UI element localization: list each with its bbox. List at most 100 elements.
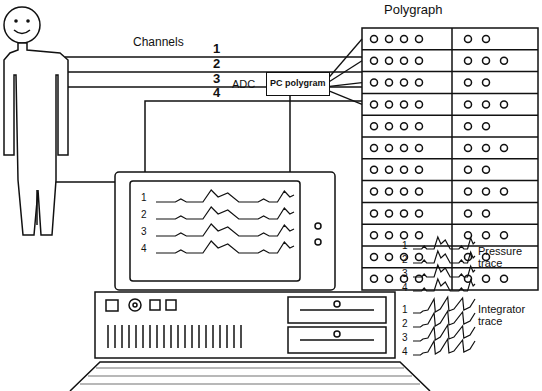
module-knob: [465, 123, 472, 130]
channel-number: 3: [213, 72, 220, 86]
module-knob: [416, 79, 423, 86]
pressure-trace: [413, 237, 475, 249]
module-knob: [386, 275, 393, 282]
vent-slit: [233, 325, 235, 348]
module-knob: [401, 101, 408, 108]
module-knob: [416, 123, 423, 130]
screen-trace: [156, 224, 294, 236]
system-unit: [95, 292, 395, 358]
integrator-trace: [413, 325, 475, 341]
module-knob: [371, 123, 378, 130]
module-knob: [401, 232, 408, 239]
channel-number: 4: [213, 86, 220, 100]
module-knob: [416, 188, 423, 195]
module-knob: [465, 101, 472, 108]
module-knob: [371, 188, 378, 195]
vent-slit: [212, 325, 214, 348]
drive-slot: [300, 310, 374, 340]
module-knob: [501, 57, 508, 64]
module-knob: [416, 101, 423, 108]
trace-number: 2: [402, 254, 408, 265]
person-figure: [4, 7, 68, 235]
module-knob: [465, 166, 472, 173]
trace-title: Pressure trace: [478, 245, 538, 269]
module-knob: [386, 166, 393, 173]
vent-slit: [240, 325, 242, 348]
trace-number: 3: [402, 332, 408, 343]
trace-number: 3: [402, 268, 408, 279]
module-knob: [401, 166, 408, 173]
module-divider: [362, 158, 538, 160]
module-divider: [362, 114, 538, 116]
module-knob: [401, 79, 408, 86]
module-knob: [483, 123, 490, 130]
vent-slit: [226, 325, 228, 348]
drive-latch: [334, 301, 340, 307]
module-knob: [371, 57, 378, 64]
head: [4, 7, 40, 43]
channels-label: Channels: [133, 36, 184, 49]
module-knob: [465, 79, 472, 86]
module-knob: [401, 145, 408, 152]
module-knob: [416, 210, 423, 217]
module-knob: [401, 123, 408, 130]
module-divider: [362, 71, 538, 73]
module-knob: [483, 79, 490, 86]
module-knob: [386, 101, 393, 108]
module-knob: [386, 232, 393, 239]
vent-slit: [107, 325, 109, 348]
vent-slits: [108, 325, 241, 348]
leg-split: [36, 190, 38, 225]
module-knob: [483, 166, 490, 173]
connector-wire: [330, 61, 362, 82]
integrator-trace: [413, 339, 475, 355]
button: [150, 300, 160, 310]
module-knob: [416, 232, 423, 239]
polygraph-rack: [362, 28, 538, 290]
module-divider: [362, 136, 538, 138]
adc-label: ADC: [232, 78, 255, 90]
module-knob: [483, 232, 490, 239]
screen-trace: [156, 241, 294, 253]
trace-number: 2: [402, 318, 408, 329]
module-knob: [386, 210, 393, 217]
module-knob: [483, 36, 490, 43]
vent-slit: [219, 325, 221, 348]
module-knob: [483, 188, 490, 195]
module-knob: [371, 145, 378, 152]
trace-number: 3: [141, 226, 147, 237]
trace-number: 1: [402, 304, 408, 315]
module-knob: [483, 145, 490, 152]
module-knob: [401, 210, 408, 217]
module-knob: [501, 275, 508, 282]
eye: [14, 19, 18, 23]
module-knob: [416, 57, 423, 64]
channel-number: 2: [213, 57, 220, 71]
pressure-trace: [413, 279, 475, 291]
module-knob: [501, 232, 508, 239]
module-knob: [465, 145, 472, 152]
screen: [130, 181, 300, 281]
module-knob: [386, 145, 393, 152]
vent-slit: [156, 325, 158, 348]
module-knob: [371, 79, 378, 86]
vent-slit: [149, 325, 151, 348]
module-divider: [362, 180, 538, 182]
module-divider: [362, 267, 538, 269]
module-knob: [465, 57, 472, 64]
computer: [70, 172, 430, 391]
module-knob: [371, 36, 378, 43]
keyboard: [70, 362, 430, 391]
knob: [315, 223, 321, 229]
module-knob: [371, 101, 378, 108]
vent-slit: [184, 325, 186, 348]
module-knob: [483, 275, 490, 282]
vent-slit: [135, 325, 137, 348]
module-knob: [416, 145, 423, 152]
channel-wires: [56, 57, 362, 182]
cable: [289, 96, 291, 172]
module-divider: [362, 49, 538, 51]
